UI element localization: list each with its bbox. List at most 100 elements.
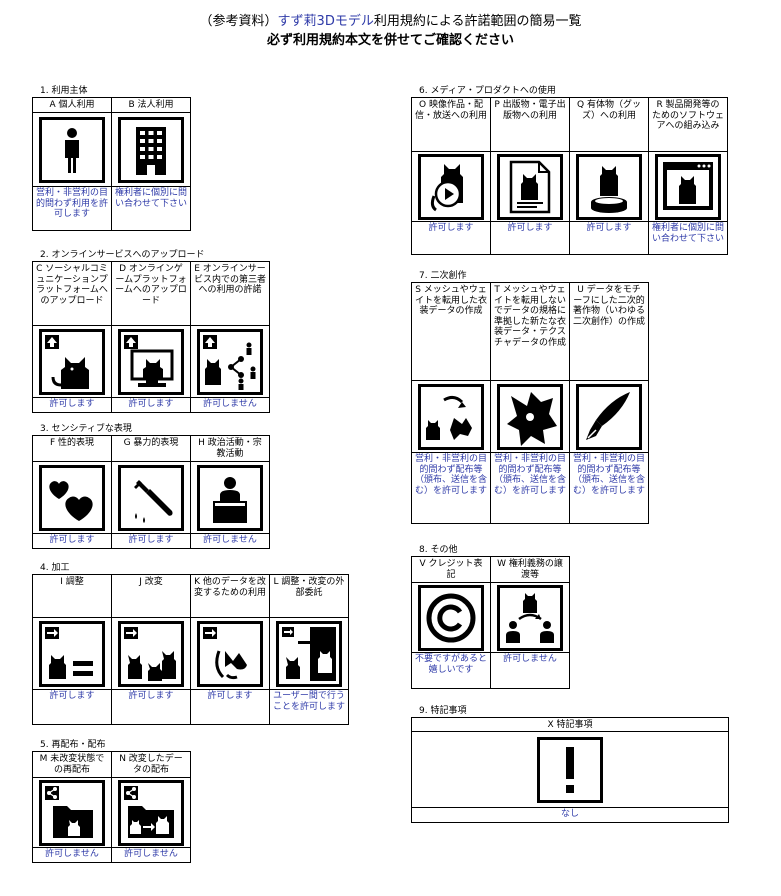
cell-result: なし	[560, 809, 579, 819]
section-title: 9. 特記事項	[419, 706, 467, 716]
section-grid: C ソーシャルコミュニケーションプラットフォームへのアップロード 許可します D…	[32, 261, 270, 413]
cell-result: 許可します	[428, 223, 474, 233]
cell-b: B 法人利用 権利者に個別に問い合わせて下さい	[112, 98, 191, 230]
cell-header: X 特記事項	[412, 718, 728, 732]
cell-s: S メッシュやウェイトを転用した衣装データの作成 営利・非営利の目的問わず配布等…	[412, 283, 491, 523]
cell-k: K 他のデータを改変するための利用 許可します	[191, 575, 270, 724]
new-costume-icon	[491, 381, 569, 453]
figure-icon	[570, 152, 648, 222]
section-grid: A 個人利用 営利・非営利の目的問わず利用を許可します B 法人利用 権利者に個…	[32, 97, 191, 231]
cell-header: R 製品開発等のためのソフトウェアへの組み込み	[649, 98, 727, 152]
cell-m: M 未改変状態での再配布 許可しません	[33, 752, 112, 862]
reuse-data-icon	[191, 618, 269, 690]
page-title: （参考資料）すず莉3Dモデル利用規約による許諾範囲の簡易一覧 必ず利用規約本文を…	[0, 12, 781, 50]
cell-header: I 調整	[33, 575, 111, 618]
cell-p: P 出版物・電子出版物への利用 許可します	[491, 98, 570, 254]
modify-icon	[112, 618, 190, 690]
upload-social-icon	[33, 326, 111, 398]
cell-result: 許可します	[49, 399, 95, 409]
cell-i: I 調整 許可します	[33, 575, 112, 724]
section-7: 7. 二次創作 S メッシュやウェイトを転用した衣装データの作成 営利・非営利の…	[411, 271, 649, 524]
exclamation-icon	[412, 732, 728, 808]
cell-q: Q 有体物（グッズ）への利用 許可します	[570, 98, 649, 254]
cell-header: D オンラインゲームプラットフォームへのアップロード	[112, 262, 190, 326]
cell-header: U データをモチーフにした二次的著作物（いわゆる二次創作）の作成	[570, 283, 648, 381]
cell-result: 許可します	[586, 223, 632, 233]
cell-header: B 法人利用	[112, 98, 190, 113]
title-line-1: （参考資料）すず莉3Dモデル利用規約による許諾範囲の簡易一覧	[199, 14, 582, 29]
cell-d: D オンラインゲームプラットフォームへのアップロード 許可します	[112, 262, 191, 412]
cell-n: N 改変したデータの配布 許可しません	[112, 752, 191, 862]
section-title: 4. 加工	[40, 563, 70, 573]
section-9: 9. 特記事項 X 特記事項 なし	[411, 706, 729, 823]
upload-game-icon	[112, 326, 190, 398]
cell-r: R 製品開発等のためのソフトウェアへの組み込み 権利者に個別に問い合わせて下さい	[649, 98, 728, 254]
section-1: 1. 利用主体 A 個人利用 営利・非営利の目的問わず利用を許可します B 法人…	[32, 86, 191, 231]
software-icon	[649, 152, 727, 222]
section-title: 1. 利用主体	[40, 86, 88, 96]
cell-result: 許可しません	[124, 849, 178, 859]
section-title: 6. メディア・プロダクトへの使用	[419, 86, 556, 96]
cell-header: S メッシュやウェイトを転用した衣装データの作成	[412, 283, 490, 381]
section-title: 5. 再配布・配布	[40, 740, 106, 750]
cell-f: F 性的表現 許可します	[33, 436, 112, 548]
cell-result: 営利・非営利の目的問わず配布等（頒布、送信を含む）を許可します	[493, 454, 566, 496]
adjust-icon	[33, 618, 111, 690]
section-6: 6. メディア・プロダクトへの使用 O 映像作品・配信・放送への利用 許可します…	[411, 86, 728, 255]
cell-result: 許可します	[49, 691, 95, 701]
section-grid: I 調整 許可します J 改変 許可します K 他のデータを改変するための利用 …	[32, 574, 349, 725]
cell-t: T メッシュやウェイトを転用しないでデータの規格に準拠した新たな衣装データ・テク…	[491, 283, 570, 523]
costume-icon	[412, 381, 490, 453]
section-3: 3. センシティブな表現 F 性的表現 許可します G 暴力的表現 許可します …	[32, 424, 270, 549]
section-title: 3. センシティブな表現	[40, 424, 132, 434]
cell-result: 権利者に個別に問い合わせて下さい	[651, 223, 724, 244]
cell-header: Q 有体物（グッズ）への利用	[570, 98, 648, 152]
cell-header: W 権利義務の譲渡等	[491, 557, 569, 583]
cell-result: 許可します	[207, 691, 253, 701]
cell-a: A 個人利用 営利・非営利の目的問わず利用を許可します	[33, 98, 112, 230]
section-2: 2. オンラインサービスへのアップロード C ソーシャルコミュニケーションプラッ…	[32, 250, 270, 413]
cell-header: V クレジット表記	[412, 557, 490, 583]
section-grid: S メッシュやウェイトを転用した衣装データの作成 営利・非営利の目的問わず配布等…	[411, 282, 649, 524]
cell-result: 不要ですがあると嬉しいです	[414, 654, 487, 675]
section-grid: M 未改変状態での再配布 許可しません N 改変したデータの配布 許可しません	[32, 751, 191, 863]
cell-v: V クレジット表記 不要ですがあると嬉しいです	[412, 557, 491, 688]
hearts-icon	[33, 462, 111, 534]
title-line-2: 必ず利用規約本文を併せてご確認ください	[266, 33, 514, 48]
cell-w: W 権利義務の譲渡等 許可しません	[491, 557, 570, 688]
cell-g: G 暴力的表現 許可します	[112, 436, 191, 548]
cell-header: N 改変したデータの配布	[112, 752, 190, 778]
cell-header: J 改変	[112, 575, 190, 618]
section-grid: V クレジット表記 不要ですがあると嬉しいです W 権利義務の譲渡等 許可しませ…	[411, 556, 570, 689]
cell-header: H 政治活動・宗教活動	[191, 436, 269, 462]
cell-header: K 他のデータを改変するための利用	[191, 575, 269, 618]
cell-o: O 映像作品・配信・放送への利用 許可します	[412, 98, 491, 254]
section-grid: F 性的表現 許可します G 暴力的表現 許可します H 政治活動・宗教活動 許…	[32, 435, 270, 549]
building-icon	[112, 113, 190, 187]
knife-icon	[112, 462, 190, 534]
cell-result: 許可しません	[503, 654, 557, 664]
section-title: 8. その他	[419, 545, 458, 555]
cell-result: 許可します	[49, 535, 95, 545]
cell-result: 許可しません	[203, 535, 257, 545]
outsource-icon	[270, 618, 348, 690]
pen-icon	[570, 381, 648, 453]
cell-result: 許可します	[507, 223, 553, 233]
section-5: 5. 再配布・配布 M 未改変状態での再配布 許可しません N 改変したデータの…	[32, 740, 191, 863]
cell-l: L 調整・改変の外部委託 ユーザー間で行うことを許可します	[270, 575, 349, 724]
cell-result: 許可します	[128, 535, 174, 545]
cell-header: O 映像作品・配信・放送への利用	[412, 98, 490, 152]
cell-h: H 政治活動・宗教活動 許可しません	[191, 436, 270, 548]
podium-icon	[191, 462, 269, 534]
cell-header: P 出版物・電子出版物への利用	[491, 98, 569, 152]
cell-header: E オンラインサービス内での第三者への利用の許諾	[191, 262, 269, 326]
cell-header: C ソーシャルコミュニケーションプラットフォームへのアップロード	[33, 262, 111, 326]
share-third-party-icon	[191, 326, 269, 398]
section-grid: O 映像作品・配信・放送への利用 許可します P 出版物・電子出版物への利用 許…	[411, 97, 728, 255]
video-icon	[412, 152, 490, 222]
cell-result: 権利者に個別に問い合わせて下さい	[114, 188, 187, 209]
cell-result: 許可しません	[203, 399, 257, 409]
cell-result: 営利・非営利の目的問わず配布等（頒布、送信を含む）を許可します	[572, 454, 645, 496]
cell-header: F 性的表現	[33, 436, 111, 462]
section-8: 8. その他 V クレジット表記 不要ですがあると嬉しいです W 権利義務の譲渡…	[411, 545, 570, 689]
